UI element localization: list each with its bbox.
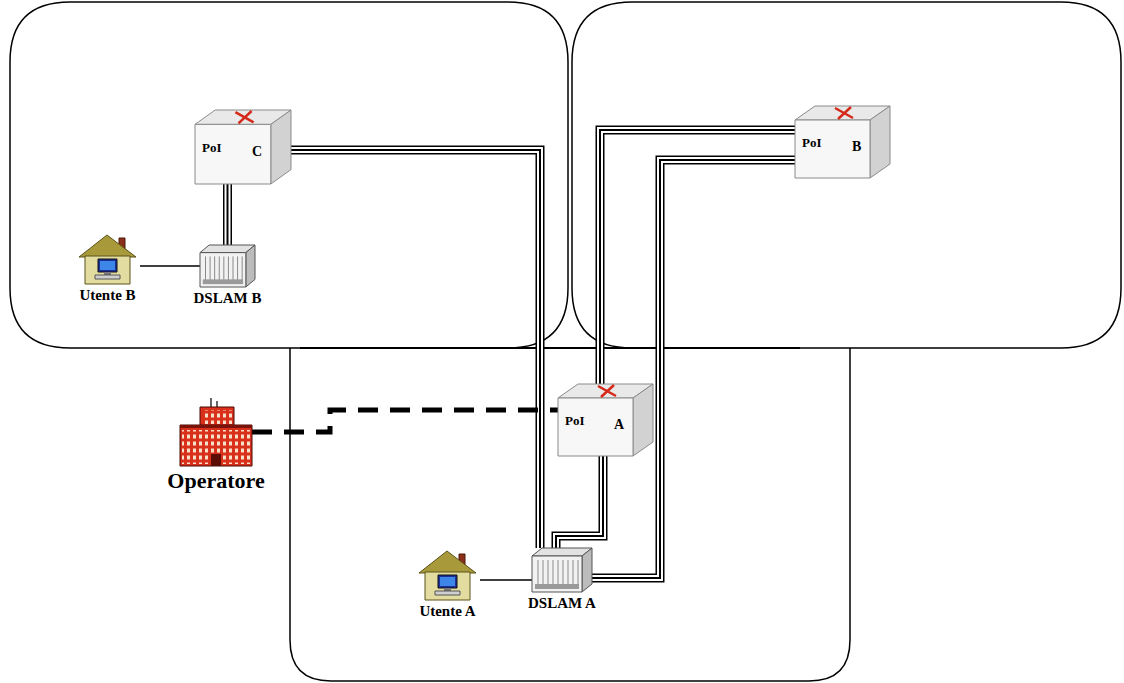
connector-stroke [291,150,540,548]
drawing-part [538,560,578,588]
drawing-part [598,385,616,397]
drawing-part [419,551,476,573]
dslam-node: DSLAM B [200,245,255,287]
triple-trunk [556,456,603,548]
drawing-part [85,256,130,284]
poi-label: A [614,417,624,432]
drawing-part [200,407,234,426]
connector-stroke [291,150,540,548]
drawing-part [211,454,221,466]
drawing-part [271,110,291,184]
drawing-part [435,591,460,595]
poi-label: C [252,144,262,159]
drawing-part [582,548,592,592]
connector-stroke [556,456,603,548]
building-node: Operatore [180,398,252,466]
drawing-part [95,275,120,279]
triple-trunk [291,150,540,548]
connector-stroke [480,579,532,581]
access-line [480,580,532,581]
dslam-node: DSLAM A [532,548,592,592]
connector-stroke [291,150,540,548]
dslam-icon [200,245,255,287]
drawing-part [532,556,582,592]
node-label: Operatore [167,469,264,493]
node-label: DSLAM A [528,595,596,612]
building-icon [180,398,252,466]
connector-stroke [600,130,795,384]
drawing-part [79,235,136,257]
drawing-part [202,410,232,424]
connector-stroke [140,265,200,267]
connector-stroke [592,160,795,578]
region-outline [10,2,568,348]
poi-label: PoI [565,414,585,428]
region-border [300,347,800,349]
triple-trunk [592,160,795,578]
drawing-part [633,384,653,456]
region-outline [572,2,1121,348]
poi-node: PoI C [195,110,291,184]
connector-stroke [252,410,558,432]
drawing-part [870,106,890,178]
node-label: DSLAM B [194,290,262,307]
poi-node: PoI B [795,106,890,178]
connector-stroke [592,160,795,578]
house-node: Utente B [75,232,140,284]
house-icon [75,232,140,284]
connector-stroke [600,130,795,384]
drawing-part [835,107,853,119]
connector-stroke [556,456,603,548]
drawing-part [795,120,870,178]
drawing-part [558,398,633,456]
connector-stroke [225,184,231,245]
connector-stroke [227,184,229,245]
drawing-part [425,572,470,600]
house-node: Utente A [415,548,480,600]
poi-label: PoI [802,136,822,150]
drawing-part [206,256,243,283]
dashed-link [252,410,558,432]
drawing-part [98,259,117,272]
connector-stroke [223,184,232,245]
drawing-part [246,245,255,287]
node-label: Utente A [419,603,475,620]
drawing-part [180,425,252,428]
drawing-part [100,261,115,270]
drawing-part [195,124,271,184]
triple-trunk [227,184,228,245]
poi-label: B [852,139,861,154]
drawing-part [440,577,455,586]
triple-trunk [600,130,795,384]
connector-stroke [556,456,603,548]
poi-node: PoI A [558,384,653,456]
drawing-part [235,111,253,123]
drawing-part [535,584,579,589]
drawing-part [203,279,243,284]
access-line [140,266,200,267]
house-icon [415,548,480,600]
connector-stroke [592,160,795,578]
drawing-part [180,425,252,466]
drawing-part [438,575,457,588]
dslam-icon [532,548,592,592]
connector-stroke [600,130,795,384]
node-label: Utente B [79,287,135,304]
poi-label: PoI [202,141,222,155]
drawing-part [200,253,246,287]
region-outline [290,348,850,681]
